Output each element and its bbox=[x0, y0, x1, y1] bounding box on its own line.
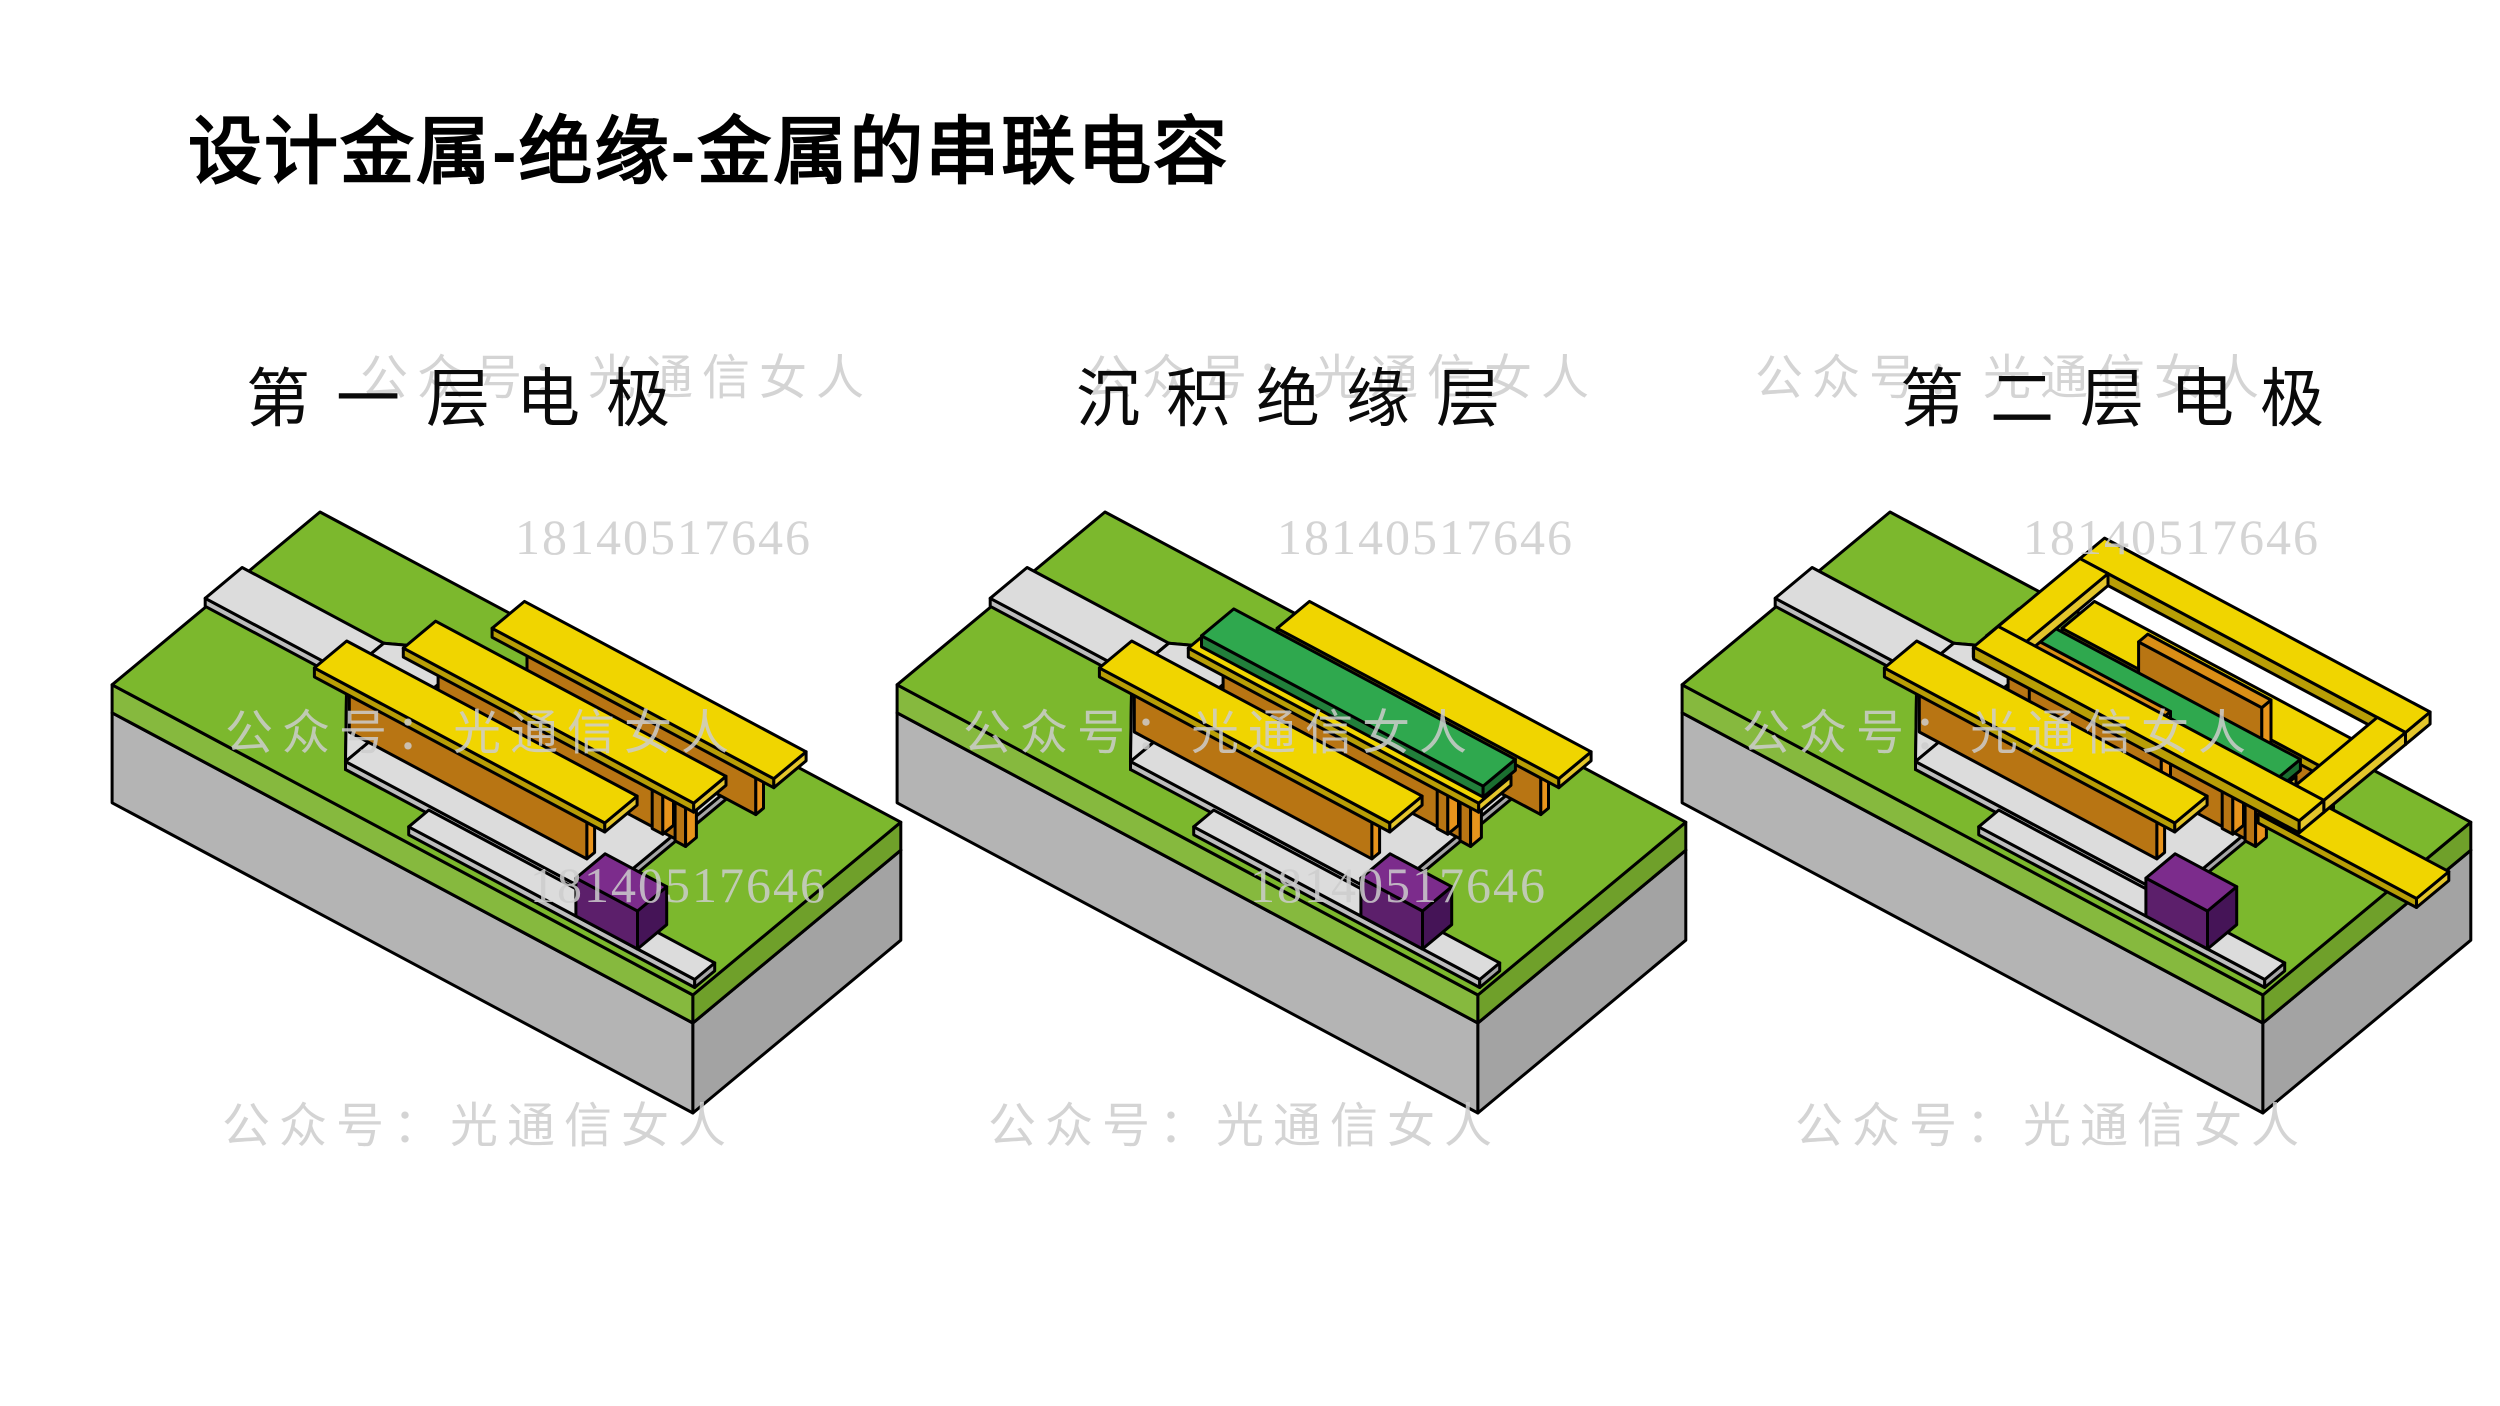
diagram-first-layer-electrode bbox=[110, 510, 903, 1115]
diagram-deposit-insulating-layer bbox=[895, 510, 1688, 1115]
step-label-first-electrode: 第一层电极 bbox=[246, 363, 696, 435]
step-label-deposit-insulator: 沉积绝缘层 bbox=[1076, 363, 1526, 435]
diagram-second-layer-electrode bbox=[1680, 510, 2473, 1115]
step-label-second-electrode: 第二层电极 bbox=[1900, 363, 2350, 435]
page-title: 设计金属-绝缘-金属的串联电容 bbox=[188, 110, 1230, 193]
